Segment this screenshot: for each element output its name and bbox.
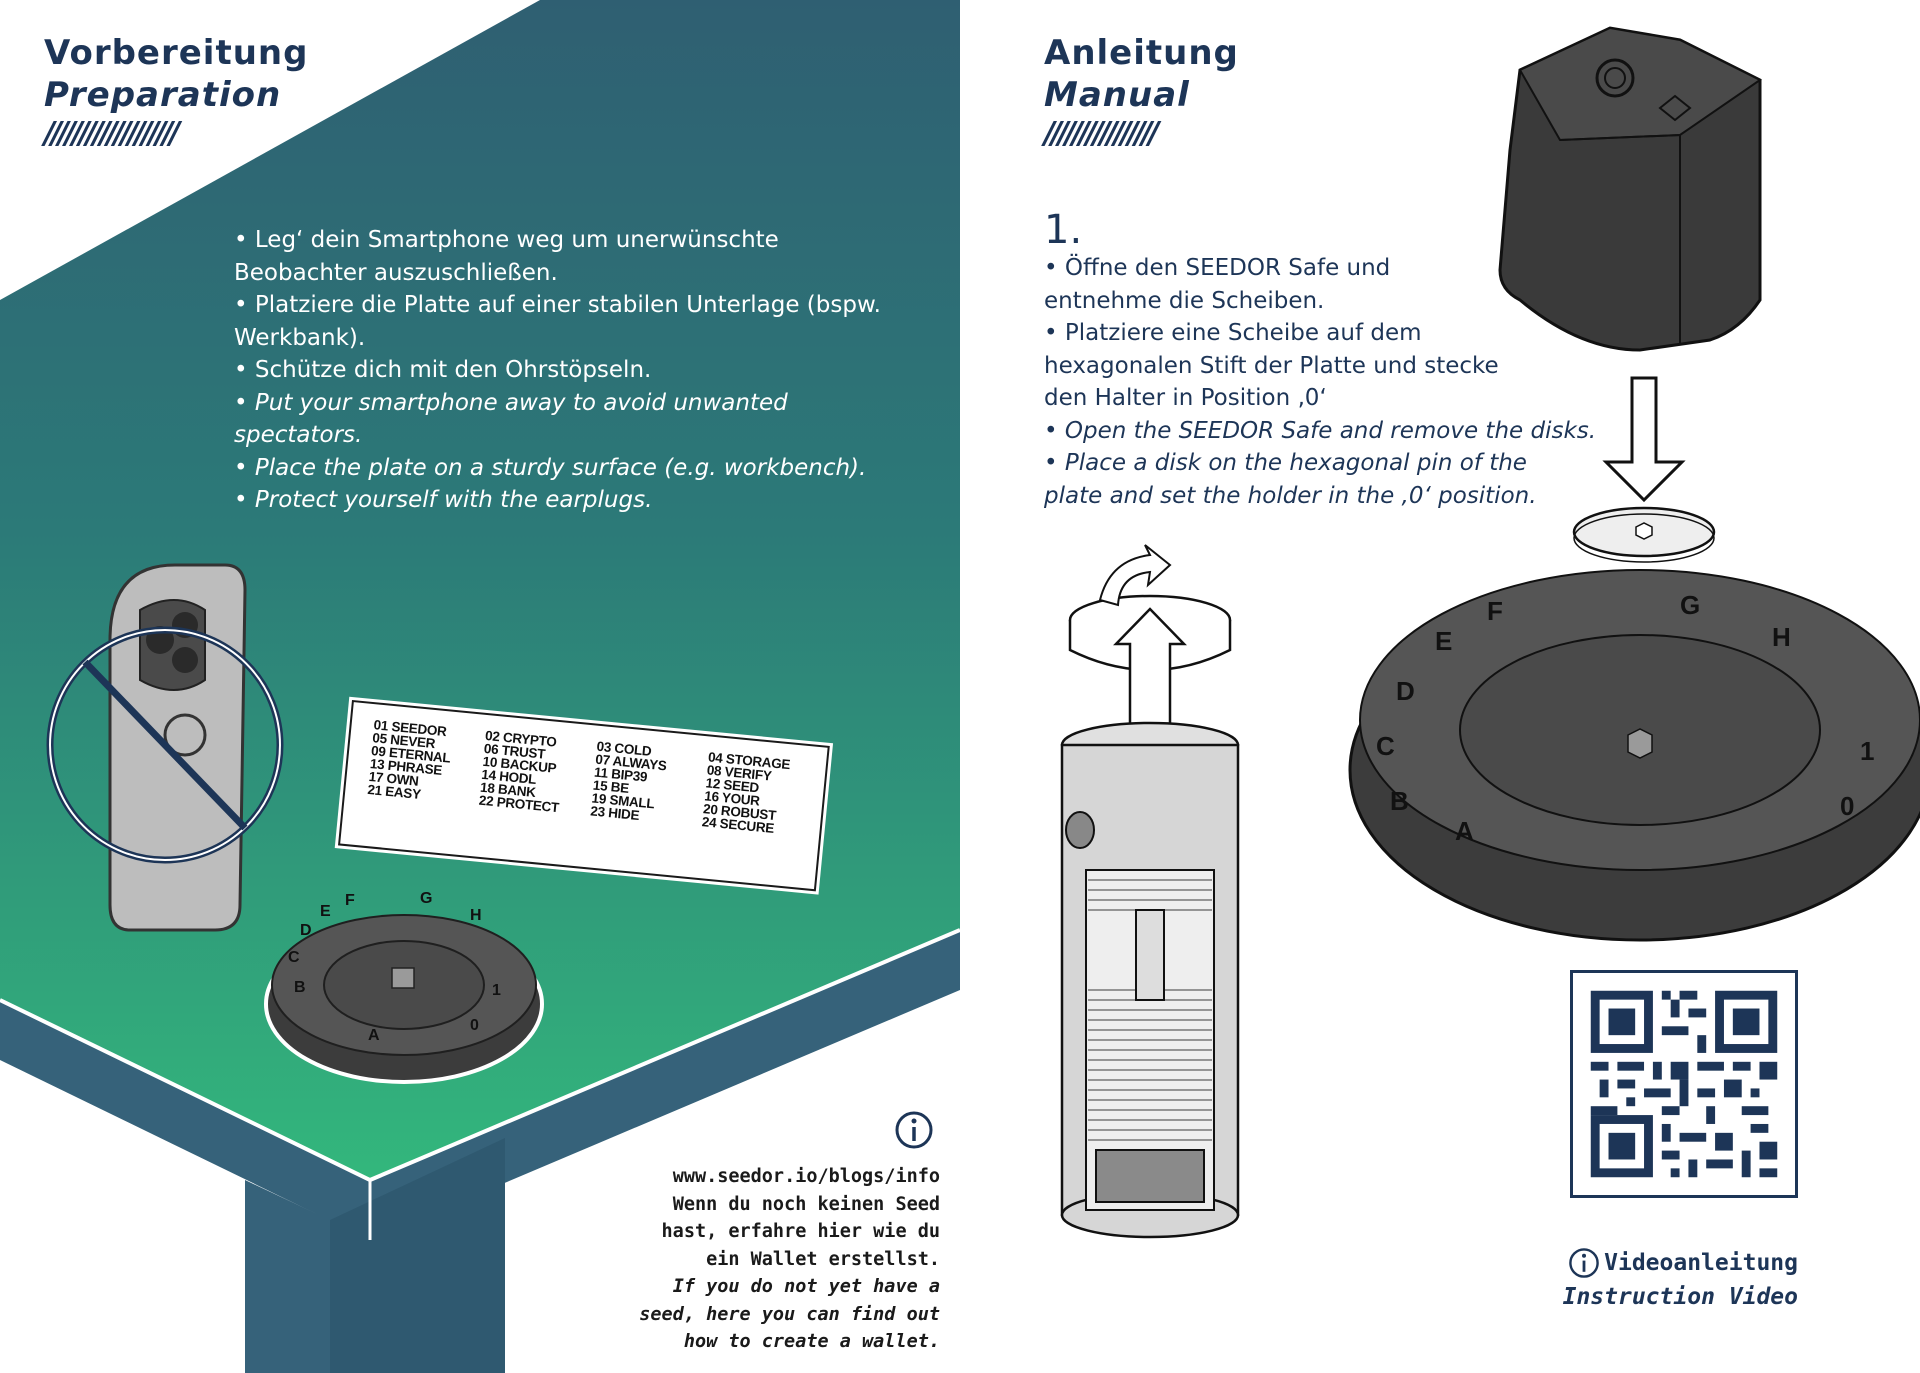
seedor-safe	[1498, 26, 1762, 352]
seed-disk	[1572, 506, 1716, 563]
bullet-line: • Platziere die Platte auf einer stabile…	[234, 292, 881, 318]
plate-letter: G	[420, 890, 432, 907]
plate-letter: E	[1435, 626, 1452, 656]
plate-letter: F	[345, 892, 355, 909]
plate-letter: 0	[470, 1017, 479, 1034]
seed-plate-large: B C D E F G H 1 0 A	[1348, 569, 1920, 942]
bullet-line: Werkbank).	[234, 324, 366, 351]
step-instructions: • Öffne den SEEDOR Safe und entnehme die…	[1044, 252, 1604, 512]
video-label-en: Instruction Video	[1562, 1284, 1798, 1310]
rotate-arrows-icon	[1068, 544, 1232, 736]
arrow-down-icon	[1602, 376, 1686, 503]
manual-page: B C D E F G H 1 0 A	[960, 0, 1920, 1373]
step-number: 1.	[1044, 207, 1083, 253]
preparation-title: Vorbereitung Preparation ///////////////…	[44, 32, 308, 152]
bullet-line-en: • Protect yourself with the earplugs.	[234, 487, 653, 513]
step-line-en: • Open the SEEDOR Safe and remove the di…	[1044, 417, 1597, 444]
step-line-en: • Place a disk on the hexagonal pin of t…	[1044, 450, 1527, 476]
plate-letter: H	[1772, 622, 1791, 652]
info-text: www.seedor.io/blogs/info Wenn du noch ke…	[540, 1163, 940, 1356]
plate-letter: D	[300, 922, 312, 939]
table-illustration: B C D E F G H 1 0 A	[0, 0, 960, 1373]
title-en: Preparation	[44, 75, 282, 115]
plate-letter: A	[368, 1027, 380, 1044]
info-icon	[1569, 1248, 1599, 1278]
plate-letter: C	[288, 949, 300, 966]
bullet-line: • Schütze dich mit den Ohrstöpseln.	[234, 357, 652, 383]
no-phone-icon	[46, 626, 284, 864]
info-line: hast, erfahre hier wie du	[661, 1221, 940, 1242]
plate-letter: D	[1396, 676, 1415, 706]
step-line: • Öffne den SEEDOR Safe und	[1044, 255, 1391, 281]
info-line: ein Wallet erstellst.	[706, 1248, 940, 1270]
info-url[interactable]: www.seedor.io/blogs/info	[672, 1166, 940, 1187]
video-link[interactable]: Videoanleitung Instruction Video	[1528, 1246, 1798, 1314]
plate-letter: G	[1680, 590, 1700, 620]
plate-letter: B	[1390, 786, 1409, 816]
holder-cylinder	[1060, 721, 1240, 1239]
info-line-en: how to create a wallet.	[683, 1331, 940, 1352]
step-line: hexagonalen Stift der Platte und stecke	[1044, 352, 1499, 379]
plate-letter: 1	[1860, 736, 1874, 766]
step-line-en: plate and set the holder in the ‚0‘ posi…	[1044, 482, 1537, 509]
step-line: • Platziere eine Scheibe auf dem	[1044, 320, 1422, 346]
title-de: Anleitung	[1044, 33, 1239, 73]
seed-plate-small: B C D E F G H 1 0 A	[264, 890, 544, 1084]
qr-code-graphic	[1573, 973, 1795, 1195]
plate-letter: 0	[1840, 791, 1854, 821]
plate-letter: E	[320, 903, 331, 920]
info-line-en: If you do not yet have a	[672, 1276, 940, 1297]
smartphone	[108, 563, 247, 932]
video-label-de: Videoanleitung	[1604, 1250, 1798, 1276]
word-column: 02 CRYPTO 06 TRUST 10 BACKUP 14 HODL 18 …	[478, 728, 597, 817]
manual-title: Anleitung Manual ////////////////	[1044, 32, 1239, 152]
step-line: den Halter in Position ‚0‘	[1044, 385, 1327, 411]
word-column: 04 STORAGE 08 VERIFY 12 SEED 16 YOUR 20 …	[701, 749, 820, 838]
title-de: Vorbereitung	[44, 33, 309, 73]
title-rule: ////////////////	[1044, 116, 1159, 151]
preparation-page: B C D E F G H 1 0 A Vorbereitung Prepara…	[0, 0, 960, 1373]
bullet-line: Beobachter auszuschließen.	[234, 259, 558, 286]
word-column: 03 COLD 07 ALWAYS 11 BIP39 15 BE 19 SMAL…	[590, 739, 709, 828]
plate-letter: B	[294, 979, 306, 996]
title-rule: ///////////////////	[44, 116, 180, 151]
info-icon	[895, 1111, 933, 1149]
plate-letter: C	[1376, 731, 1395, 761]
plate-letter: 1	[492, 982, 501, 999]
word-column: 01 SEEDOR 05 NEVER 09 ETERNAL 13 PHRASE …	[367, 717, 486, 806]
manual-illustration: B C D E F G H 1 0 A	[1060, 26, 1920, 1239]
bullet-line: • Leg‘ dein Smartphone weg um unerwünsch…	[234, 227, 779, 253]
plate-letter: H	[470, 907, 482, 924]
plate-letter: A	[1455, 816, 1474, 846]
bullet-line-en: • Put your smartphone away to avoid unwa…	[234, 389, 788, 416]
info-line: Wenn du noch keinen Seed	[672, 1193, 940, 1215]
bullet-line-en: • Place the plate on a sturdy surface (e…	[234, 454, 867, 481]
info-line-en: seed, here you can find out	[639, 1303, 940, 1325]
preparation-instructions: • Leg‘ dein Smartphone weg um unerwünsch…	[234, 224, 954, 517]
bullet-line-en: spectators.	[234, 422, 363, 448]
plate-letter: F	[1487, 596, 1503, 626]
qr-code[interactable]	[1570, 970, 1798, 1198]
step-line: entnehme die Scheiben.	[1044, 287, 1325, 314]
title-en: Manual	[1044, 75, 1190, 115]
